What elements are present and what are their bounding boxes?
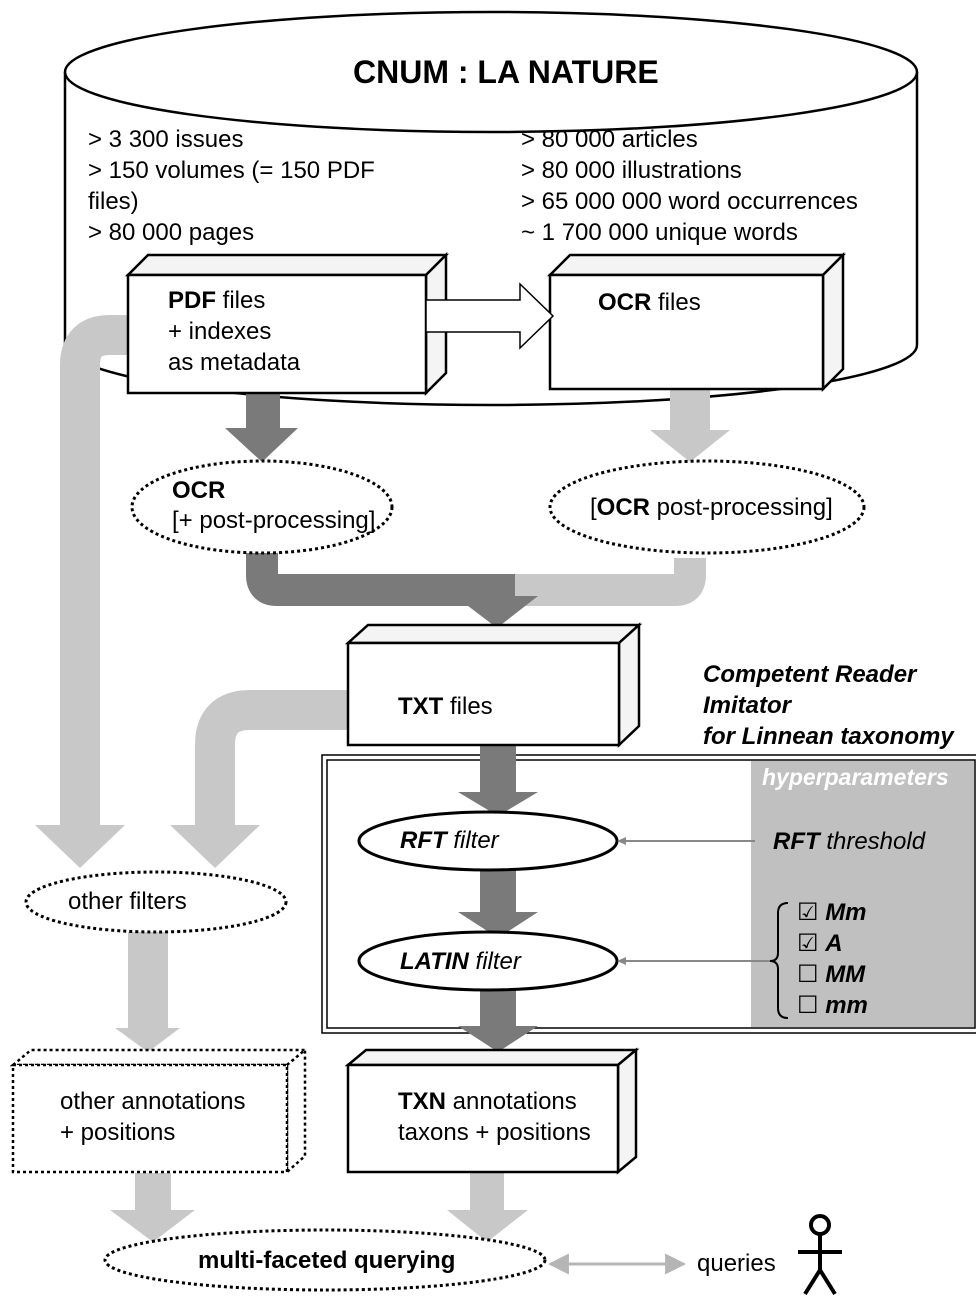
ocr-post-processing-ellipse <box>548 459 866 555</box>
cri-line-2: Imitator <box>703 692 792 719</box>
ocr-files-down-arrow <box>650 390 730 462</box>
stat-pages: > 80 000 pages <box>88 219 255 246</box>
stat-volumes: > 150 volumes (= 150 PDF <box>88 157 375 184</box>
txn-bold: TXN <box>398 1088 446 1115</box>
user-stick-figure-icon <box>798 1214 842 1296</box>
latin-filter-label: LATIN filter <box>400 946 521 977</box>
other-annotations-positions-label: + positions <box>60 1119 176 1146</box>
rft-to-latin-arrow <box>458 868 538 938</box>
txn-annotations-box <box>344 1047 640 1175</box>
stat-unique-words: ~ 1 700 000 unique words <box>521 219 798 246</box>
checkbox-checked-icon: ☑ <box>797 930 819 957</box>
option-label: Mm <box>825 899 867 926</box>
other-filters-label: other filters <box>68 888 187 915</box>
stat-volumes-cont: files) <box>88 188 139 215</box>
option-mm-lower: ☐ mm <box>797 990 868 1021</box>
rft-threshold-connector-head <box>617 837 626 845</box>
ocr-to-txt-flow <box>246 553 538 628</box>
rft-threshold-bold: RFT <box>773 828 820 855</box>
rft-bold: RFT <box>400 827 447 854</box>
other-filters-down-arrow <box>115 932 180 1052</box>
multi-faceted-querying-label: multi-faceted querying <box>198 1247 456 1274</box>
cri-line-1: Competent Reader <box>703 661 917 688</box>
ocr-process-ellipse <box>130 459 394 555</box>
stat-issues: > 3 300 issues <box>88 126 244 153</box>
ocr-post-bold: OCR <box>596 494 651 521</box>
checkbox-unchecked-icon: ☐ <box>797 992 819 1019</box>
queries-label: queries <box>697 1250 776 1277</box>
checkbox-unchecked-icon: ☐ <box>797 961 819 988</box>
ocr-post-open: [ <box>590 494 597 521</box>
ocr-post-processing-label: [OCR post-processing] <box>590 492 833 523</box>
hyperparameters-title: hyperparameters <box>762 764 949 790</box>
txt-to-other-filters-flow <box>170 690 348 868</box>
other-annotations-down-arrow <box>110 1173 195 1242</box>
pdf-to-ocr-files-arrow <box>425 282 555 350</box>
rft-rest: filter <box>446 827 499 854</box>
pdf-metadata-label: as metadata <box>168 349 301 376</box>
option-mm-upper-lower: ☑ Mm <box>797 897 867 928</box>
pdf-down-arrow <box>225 392 298 462</box>
ocr-files-bold: OCR <box>598 289 652 316</box>
pdf-label-bold: PDF <box>168 287 216 314</box>
ocr-files-box <box>546 251 847 393</box>
txt-bold: TXT <box>398 693 444 720</box>
pdf-to-other-filters-flow <box>35 315 128 868</box>
pdf-files-label: PDF files <box>168 285 265 316</box>
options-brace <box>769 902 789 1019</box>
option-label: mm <box>825 992 868 1019</box>
txn-down-arrow <box>447 1173 528 1242</box>
hyperparameters-panel <box>321 754 976 1034</box>
option-label: MM <box>825 961 866 988</box>
ocr-files-label: OCR files <box>598 287 701 318</box>
txt-to-rft-arrow <box>458 745 538 816</box>
database-title: CNUM : LA NATURE <box>353 54 659 90</box>
ocr-post-rest: post-processing] <box>650 494 833 521</box>
txt-files-label: TXT files <box>398 691 493 722</box>
rft-threshold-label: RFT threshold <box>773 826 925 857</box>
other-annotations-box <box>9 1047 309 1175</box>
stat-word-occurrences: > 65 000 000 word occurrences <box>521 188 858 215</box>
latin-to-txn-arrow <box>458 988 538 1052</box>
ocr-process-label: OCR <box>172 477 226 504</box>
pdf-label-rest: files <box>216 287 266 314</box>
cri-line-3: for Linnean taxonomy <box>703 723 954 750</box>
multi-faceted-querying-ellipse <box>103 1228 547 1292</box>
txn-rest: annotations <box>446 1088 577 1115</box>
stat-illustrations: > 80 000 illustrations <box>521 157 742 184</box>
stat-articles: > 80 000 articles <box>521 126 698 153</box>
ocr-post-to-txt-flow <box>515 558 706 606</box>
latin-rest: filter <box>468 948 521 975</box>
option-mm-upper: ☐ MM <box>797 959 865 990</box>
rft-threshold-rest: threshold <box>819 828 926 855</box>
other-annotations-label: other annotations <box>60 1088 246 1115</box>
option-a: ☑ A <box>797 928 843 959</box>
txt-files-box <box>344 622 643 748</box>
latin-options-connector-head <box>617 957 626 965</box>
ocr-process-sublabel: [+ post-processing] <box>172 507 376 534</box>
option-label: A <box>825 930 843 957</box>
txt-rest: files <box>443 693 493 720</box>
rft-filter-label: RFT filter <box>400 825 499 856</box>
txn-taxons-label: taxons + positions <box>398 1119 591 1146</box>
pdf-files-box <box>124 251 450 397</box>
txn-annotations-label: TXN annotations <box>398 1086 577 1117</box>
other-filters-ellipse <box>24 870 288 934</box>
pdf-indexes-label: + indexes <box>168 318 272 345</box>
latin-bold: LATIN <box>400 948 469 975</box>
ocr-files-rest: files <box>651 289 701 316</box>
checkbox-checked-icon: ☑ <box>797 899 819 926</box>
